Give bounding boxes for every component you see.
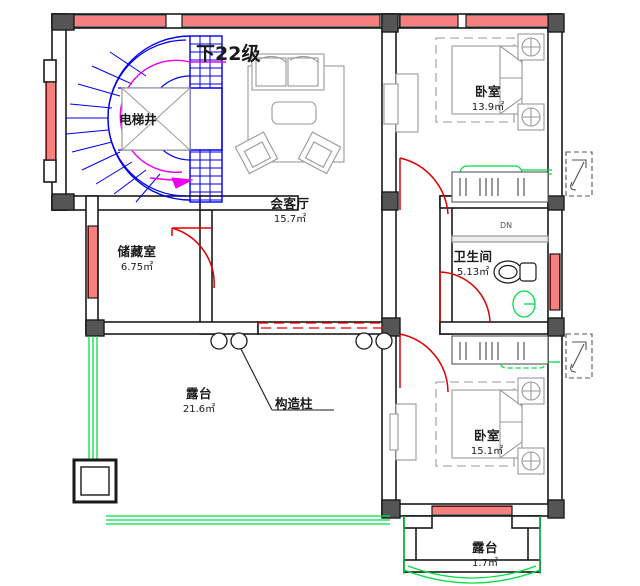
coffee-table: [271, 101, 317, 125]
wardrobe-upper: [451, 171, 549, 203]
column-bottom-center: [381, 499, 401, 519]
room-area: 6.75㎡: [121, 261, 153, 273]
room-area: 21.6㎡: [183, 403, 215, 415]
railing-balcony-curve-b: [407, 565, 537, 579]
armchair-left: [234, 131, 279, 175]
window-left-stairhall: [45, 81, 57, 161]
column-right-mid: [547, 195, 565, 211]
terrace-corner-column: [72, 458, 118, 504]
room-area: 15.7㎡: [274, 213, 306, 225]
spiral-staircase: [65, 35, 226, 203]
terrace-round-columns: [210, 332, 393, 350]
window-storage-left: [87, 225, 99, 299]
room-area: 13.9㎡: [472, 101, 504, 113]
window-top-4: [465, 14, 549, 28]
closet-center-lower: [395, 403, 417, 461]
bedroom-upper-furniture: [383, 33, 549, 203]
structural-column-label: 构造柱: [275, 396, 313, 411]
windows: [45, 14, 561, 516]
closet-center-upper: [395, 73, 419, 133]
doors: [171, 157, 491, 393]
armchair-right: [297, 131, 342, 175]
column-bottom-right: [547, 499, 565, 519]
railing-balcony-curve-a: [403, 569, 541, 584]
room-label-storage: 储藏室 6.75㎡: [116, 244, 156, 273]
room-label-bathroom: 卫生间 5.13㎡: [453, 249, 492, 278]
column-mid-left: [51, 193, 75, 211]
door-bedroom-upper-arc: [399, 157, 449, 215]
column-leader-line: [240, 348, 334, 411]
room-label-reception: 会客厅 15.7㎡: [270, 196, 309, 225]
room-area: 15.1㎡: [471, 445, 503, 457]
door-bedroom-lower-arc: [399, 333, 449, 393]
elevator-shaft-symbol: [121, 87, 191, 151]
living-room-furniture: [234, 53, 345, 175]
bathroom-fixtures: [451, 235, 549, 284]
ac-outdoor-units: [565, 151, 593, 379]
structural-columns: [51, 13, 565, 519]
bathroom-counter: [451, 235, 549, 243]
column-terrace-left: [85, 319, 105, 337]
door-bathroom-arc: [439, 271, 491, 323]
window-top-2: [181, 14, 381, 28]
room-name: 露台: [186, 386, 212, 401]
ac-unit-upper: [565, 151, 593, 197]
column-lower-right: [547, 317, 565, 337]
room-name: 会客厅: [270, 196, 309, 211]
room-label-terrace-small: 露台 1.7㎡: [472, 540, 498, 569]
elevator-shaft-label: 电梯井: [119, 112, 157, 127]
column-top-right: [547, 13, 565, 33]
room-label-bedroom-upper: 卧室 13.9㎡: [472, 84, 504, 113]
room-name: 卧室: [475, 84, 501, 99]
toilet-bowl: [493, 260, 523, 284]
round-column-1: [210, 332, 228, 350]
window-top-1: [73, 14, 167, 28]
toilet-tank: [519, 262, 537, 282]
round-column-4: [375, 332, 393, 350]
room-label-bedroom-lower: 卧室 15.1㎡: [471, 428, 503, 457]
ac-unit-lower: [565, 333, 593, 379]
terrace-railings: [88, 165, 560, 584]
stair-direction-note: 下22级: [196, 42, 260, 65]
wardrobe-lower: [451, 335, 549, 365]
round-column-2: [230, 332, 248, 350]
bathroom-dn-mark: DN: [500, 221, 512, 230]
window-balcony: [431, 505, 513, 516]
column-top-left: [51, 13, 75, 31]
window-bathroom-right: [549, 253, 561, 311]
column-top-center: [381, 13, 399, 33]
window-top-3: [399, 14, 459, 28]
room-label-terrace-main: 露台 21.6㎡: [183, 386, 215, 415]
column-center: [381, 191, 399, 211]
room-area: 1.7㎡: [472, 557, 498, 569]
room-name: 卫生间: [453, 249, 492, 264]
round-column-3: [355, 332, 373, 350]
room-name: 卧室: [474, 428, 500, 443]
bedroom-lower-furniture: [389, 335, 549, 475]
room-area: 5.13㎡: [457, 266, 489, 278]
room-name: 储藏室: [116, 244, 156, 259]
door-storage-arc: [171, 227, 215, 289]
room-name: 露台: [472, 540, 498, 555]
